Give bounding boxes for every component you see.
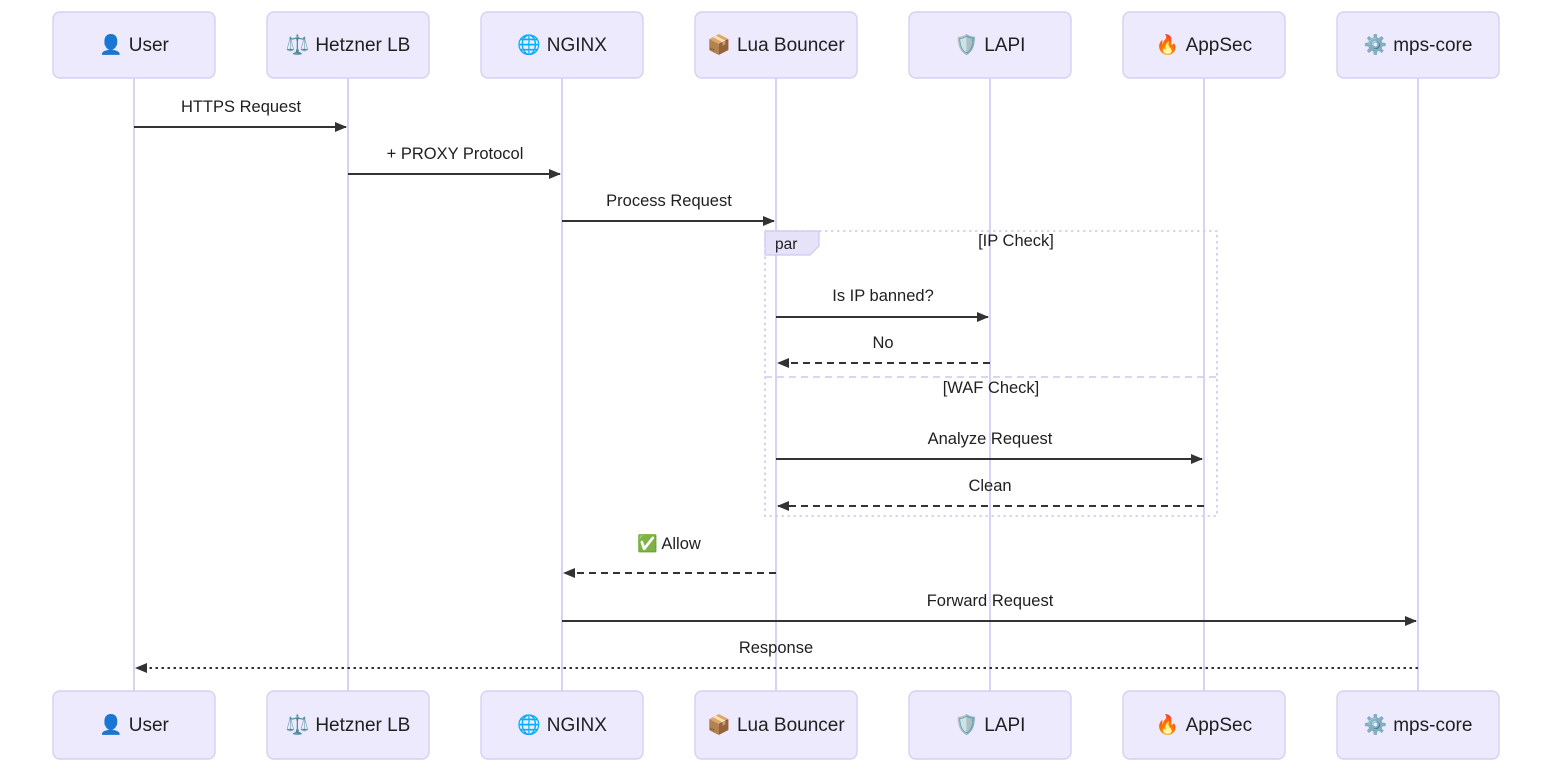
globe-with-meridians-emoji: 🌐 bbox=[517, 713, 541, 736]
participant-nginx-bottom[interactable]: 🌐NGINX bbox=[480, 690, 644, 760]
participant-label: 🌐NGINX bbox=[517, 33, 607, 56]
gear-emoji: ⚙️ bbox=[1364, 33, 1388, 56]
participant-label: 🛡️LAPI bbox=[955, 713, 1026, 736]
participant-box[interactable] bbox=[480, 690, 644, 760]
participant-box[interactable] bbox=[266, 11, 430, 79]
participant-box[interactable] bbox=[1122, 690, 1286, 760]
gear-emoji: ⚙️ bbox=[1364, 713, 1388, 736]
fire-emoji: 🔥 bbox=[1156, 33, 1180, 56]
shield-emoji: 🛡️ bbox=[955, 33, 979, 56]
message-label-m10: Response bbox=[739, 639, 813, 657]
bust-in-silhouette-emoji: 👤 bbox=[99, 713, 123, 736]
fragment-par-outline bbox=[764, 230, 1218, 517]
bust-in-silhouette-emoji: 👤 bbox=[99, 33, 123, 56]
participant-label: 👤User bbox=[99, 713, 169, 736]
participant-label: ⚖️Hetzner LB bbox=[286, 33, 411, 56]
participant-box[interactable] bbox=[694, 11, 858, 79]
participant-appsec-bottom[interactable]: 🔥AppSec bbox=[1122, 690, 1286, 760]
participant-label: 📦Lua Bouncer bbox=[707, 33, 845, 56]
participant-lapi-top[interactable]: 🛡️LAPI bbox=[908, 11, 1072, 79]
fragment-tab-label: par bbox=[775, 236, 797, 253]
participant-label: 🛡️LAPI bbox=[955, 33, 1026, 56]
participant-bouncer-top[interactable]: 📦Lua Bouncer bbox=[694, 11, 858, 79]
package-emoji: 📦 bbox=[707, 33, 731, 56]
participant-label: 🔥AppSec bbox=[1156, 713, 1252, 736]
message-label-m5: No bbox=[872, 334, 893, 352]
participant-label: 👤User bbox=[99, 33, 169, 56]
message-label-m7: Clean bbox=[968, 477, 1011, 495]
participant-label: 📦Lua Bouncer bbox=[707, 713, 845, 736]
participant-user-bottom[interactable]: 👤User bbox=[52, 690, 216, 760]
participant-box[interactable] bbox=[480, 11, 644, 79]
participant-label: 🔥AppSec bbox=[1156, 33, 1252, 56]
globe-with-meridians-emoji: 🌐 bbox=[517, 33, 541, 56]
participant-label: ⚖️Hetzner LB bbox=[286, 713, 411, 736]
participant-box[interactable] bbox=[1122, 11, 1286, 79]
package-emoji: 📦 bbox=[707, 713, 731, 736]
participant-user-top[interactable]: 👤User bbox=[52, 11, 216, 79]
balance-scale-emoji: ⚖️ bbox=[286, 33, 310, 56]
fire-emoji: 🔥 bbox=[1156, 713, 1180, 736]
participant-box[interactable] bbox=[908, 11, 1072, 79]
participant-bouncer-bottom[interactable]: 📦Lua Bouncer bbox=[694, 690, 858, 760]
participant-label: 🌐NGINX bbox=[517, 713, 607, 736]
message-label-m6: Analyze Request bbox=[928, 430, 1053, 448]
message-label-m1: HTTPS Request bbox=[181, 98, 302, 116]
participant-box[interactable] bbox=[694, 690, 858, 760]
participant-box[interactable] bbox=[52, 11, 216, 79]
message-label-m4: Is IP banned? bbox=[832, 287, 934, 305]
participant-lapi-bottom[interactable]: 🛡️LAPI bbox=[908, 690, 1072, 760]
shield-emoji: 🛡️ bbox=[955, 713, 979, 736]
participant-box[interactable] bbox=[52, 690, 216, 760]
participant-lb-top[interactable]: ⚖️Hetzner LB bbox=[266, 11, 430, 79]
participant-core-bottom[interactable]: ⚙️mps-core bbox=[1336, 690, 1500, 760]
message-label-m9: Forward Request bbox=[927, 592, 1054, 610]
participant-label: ⚙️mps-core bbox=[1364, 33, 1473, 56]
fragment-condition-label: [WAF Check] bbox=[943, 379, 1040, 397]
participant-box[interactable] bbox=[908, 690, 1072, 760]
participant-nginx-top[interactable]: 🌐NGINX bbox=[480, 11, 644, 79]
participant-core-top[interactable]: ⚙️mps-core bbox=[1336, 11, 1500, 79]
participant-appsec-top[interactable]: 🔥AppSec bbox=[1122, 11, 1286, 79]
fragment-tab bbox=[764, 230, 820, 256]
balance-scale-emoji: ⚖️ bbox=[286, 713, 310, 736]
participant-box[interactable] bbox=[266, 690, 430, 760]
fragment-condition-label: [IP Check] bbox=[978, 232, 1054, 250]
message-label-m2: + PROXY Protocol bbox=[387, 145, 524, 163]
lifelines-layer bbox=[133, 78, 1419, 691]
actors-layer: 👤User ⚖️Hetzner LB 🌐NGINX 📦Lua Bouncer 🛡️LAP… bbox=[52, 11, 1500, 760]
participant-label: ⚙️mps-core bbox=[1364, 713, 1473, 736]
participant-box[interactable] bbox=[1336, 11, 1500, 79]
participant-box[interactable] bbox=[1336, 690, 1500, 760]
message-label-m3: Process Request bbox=[606, 192, 732, 210]
fragment-layer: [IP Check] [WAF Check] par bbox=[764, 230, 1218, 517]
message-label-m8: ✅ Allow bbox=[637, 534, 701, 553]
participant-lb-bottom[interactable]: ⚖️Hetzner LB bbox=[266, 690, 430, 760]
